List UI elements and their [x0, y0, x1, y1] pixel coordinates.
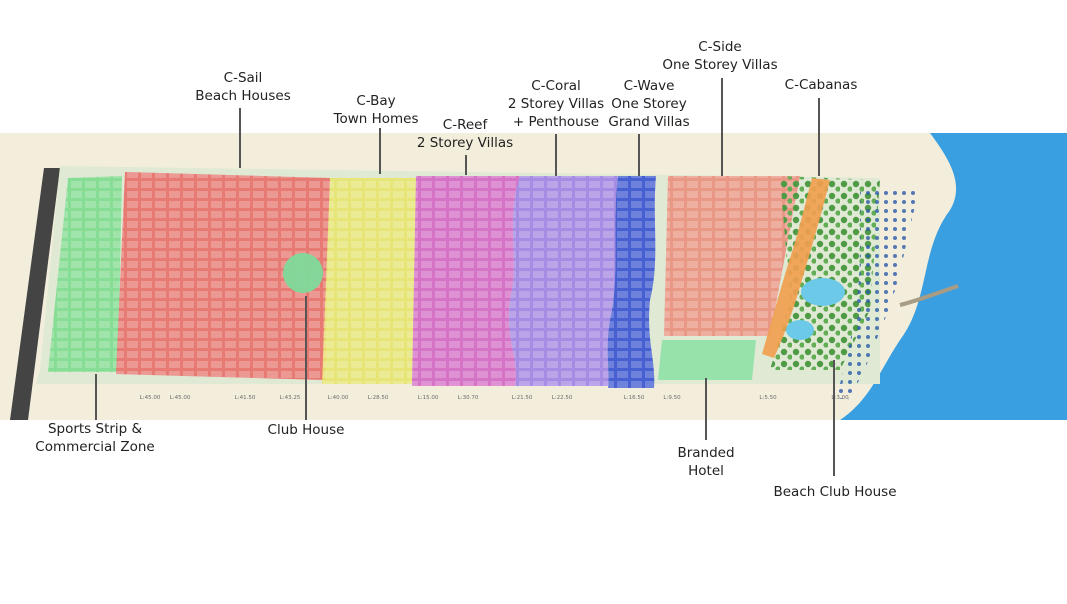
road-marker-label: L:43.25 [280, 395, 301, 401]
road-marker-label: L:21.50 [512, 395, 533, 401]
label-c-bay: C-Bay Town Homes [333, 93, 419, 127]
leader-c-side [721, 78, 723, 176]
road-marker-label: L:5.50 [759, 395, 777, 401]
road-marker-label: L:15.00 [418, 395, 439, 401]
leader-c-wave [638, 134, 640, 176]
leader-c-cabanas [818, 98, 820, 176]
leader-c-reef [465, 155, 467, 175]
leader-c-bay [379, 128, 381, 174]
label-branded-hotel: Branded Hotel [677, 445, 735, 479]
label-beach-club-house: Beach Club House [773, 484, 897, 500]
beach-umbrellas [836, 188, 920, 400]
leader-club-house [305, 296, 307, 420]
label-c-side: C-Side One Storey Villas [662, 39, 778, 73]
road-marker-label: L:41.50 [235, 395, 256, 401]
zone-c-bay-pattern [322, 178, 416, 384]
pier [899, 284, 959, 307]
sea [840, 133, 1067, 420]
road-marker-label: L:9.50 [663, 395, 681, 401]
label-c-coral: C-Coral 2 Storey Villas + Penthouse [507, 78, 605, 130]
road-marker-label: L:16.50 [624, 395, 645, 401]
road-marker-label: L:40.00 [328, 395, 349, 401]
road-marker-label: L:45.00 [170, 395, 191, 401]
zone-c-wave-pattern [607, 176, 656, 388]
zone-c-reef-pattern [412, 176, 520, 386]
label-c-wave: C-Wave One Storey Grand Villas [608, 78, 690, 130]
leader-beach-club [833, 360, 835, 476]
lagoon-pool-2 [786, 320, 814, 340]
leader-hotel [705, 378, 707, 440]
road-markers: L:45.00 L:45.00 L:41.50 L:43.25 L:40.00 L:28.… [140, 395, 849, 401]
zone-c-cabanas [762, 178, 830, 358]
label-c-sail: C-Sail Beach Houses [195, 70, 291, 104]
road-marker-label: L:45.00 [140, 395, 161, 401]
zone-c-sail-pattern [116, 172, 330, 380]
zone-branded-hotel [658, 340, 756, 380]
zone-c-side-pattern [664, 176, 800, 336]
label-club-house: Club House [267, 422, 345, 438]
road-marker-label: L:28.50 [368, 395, 389, 401]
road-marker-label: L:22.50 [552, 395, 573, 401]
club-house-plaza [283, 253, 323, 293]
coastal-road [10, 168, 60, 420]
leader-sports [95, 374, 97, 420]
road-marker-label: L:30.70 [458, 395, 479, 401]
road-marker-label: L:3.00 [831, 395, 849, 401]
leader-c-coral [555, 134, 557, 176]
lagoon-pool [801, 278, 845, 306]
zone-c-coral-pattern [508, 176, 618, 386]
zone-sports-pattern [48, 176, 122, 372]
label-sports-strip: Sports Strip & Commercial Zone [35, 421, 155, 455]
label-c-reef: C-Reef 2 Storey Villas [416, 117, 514, 151]
label-c-cabanas: C-Cabanas [784, 77, 858, 93]
leader-c-sail [239, 108, 241, 168]
